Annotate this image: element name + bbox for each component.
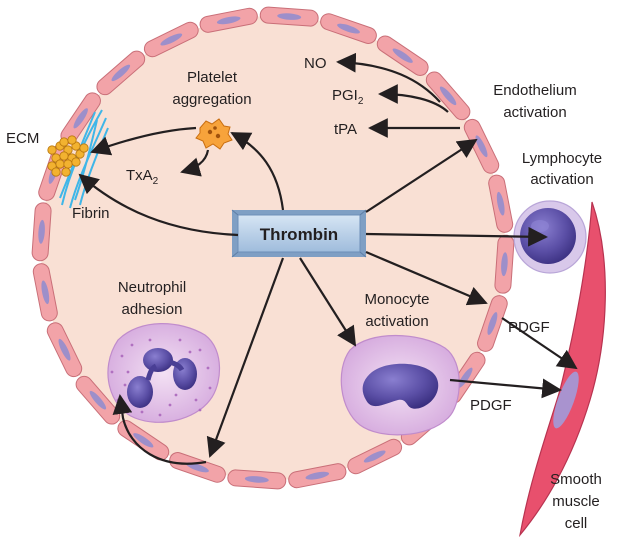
arrows	[78, 52, 578, 465]
endothelium-label-line1: Endothelium	[493, 82, 576, 99]
arrow-to-platelet	[230, 132, 285, 211]
neutrophil-label-line2: adhesion	[122, 301, 183, 318]
neutrophil-icon	[107, 323, 221, 423]
monocyte-label-line2: activation	[365, 313, 428, 330]
endothelial-cell	[199, 7, 258, 33]
arrow-to-endothelium	[365, 138, 478, 213]
platelet-icon	[195, 118, 233, 150]
endothelial-cell	[46, 322, 83, 378]
arrow-to-lower-endothelium	[206, 257, 285, 458]
arrow-to-ecm	[78, 173, 239, 237]
fibrin-icon	[59, 109, 109, 209]
endothelial-cell	[259, 6, 319, 27]
fibrin-label: Fibrin	[72, 205, 110, 222]
endothelial-cell	[143, 21, 199, 58]
smooth-muscle-cell	[519, 201, 606, 538]
platelet-label-line1: Platelet	[187, 69, 238, 86]
tpa-label: tPA	[334, 121, 357, 138]
smooth-muscle-label-line2: muscle	[552, 493, 600, 510]
arrow-pdgf-lower	[449, 378, 562, 399]
no-label: NO	[304, 55, 327, 72]
endothelial-cell	[96, 50, 146, 96]
endothelial-cell	[32, 263, 58, 322]
monocyte-icon	[340, 335, 460, 436]
monocyte-label-line1: Monocyte	[364, 291, 429, 308]
endothelial-cell	[169, 452, 226, 483]
pdgf-label-lower: PDGF	[470, 397, 512, 414]
smooth-muscle-label-line3: cell	[565, 515, 588, 532]
pgi2-label: PGI2	[332, 87, 364, 107]
endothelial-cell	[75, 375, 121, 425]
arrow-to-lymphocyte	[365, 226, 548, 247]
endothelial-cell	[488, 174, 514, 233]
thrombin-box: Thrombin	[231, 209, 367, 258]
thrombin-label: Thrombin	[260, 225, 338, 244]
arrow-pdgf-upper	[501, 317, 578, 370]
pdgf-label-upper: PDGF	[508, 319, 550, 336]
arrow-platelet-to-txa2	[180, 149, 210, 177]
endothelial-cell	[288, 463, 347, 489]
endothelial-cell	[376, 35, 429, 76]
txa2-label: TxA2	[126, 167, 159, 187]
platelet-label-line2: aggregation	[172, 91, 251, 108]
lymphocyte-label-line1: Lymphocyte	[522, 150, 602, 167]
smooth-muscle-label-line1: Smooth	[550, 471, 602, 488]
ecm-label: ECM	[6, 130, 39, 147]
arrow-to-monocyte	[299, 257, 357, 347]
endothelium-label-line2: activation	[503, 104, 566, 121]
endothelial-cell	[347, 438, 403, 475]
ecm-platelet-clump-icon	[47, 135, 89, 177]
lymphocyte-icon	[513, 200, 587, 274]
endothelial-cell	[494, 234, 515, 294]
arrow-to-smooth-muscle-upper	[365, 250, 488, 306]
neutrophil-label-line1: Neutrophil	[118, 279, 186, 296]
arrow-platelet-to-ecm	[90, 126, 197, 156]
arrow-to-no	[336, 52, 441, 103]
endothelial-cell	[227, 469, 287, 490]
endothelial-cell	[320, 13, 377, 44]
lymphocyte-label-line2: activation	[530, 171, 593, 188]
arrow-neutrophil-adhesion	[112, 394, 207, 465]
endothelial-cell	[425, 71, 471, 121]
endothelial-cell	[31, 202, 52, 262]
endothelial-cell	[477, 295, 508, 352]
arrow-to-pgi2	[378, 84, 449, 113]
